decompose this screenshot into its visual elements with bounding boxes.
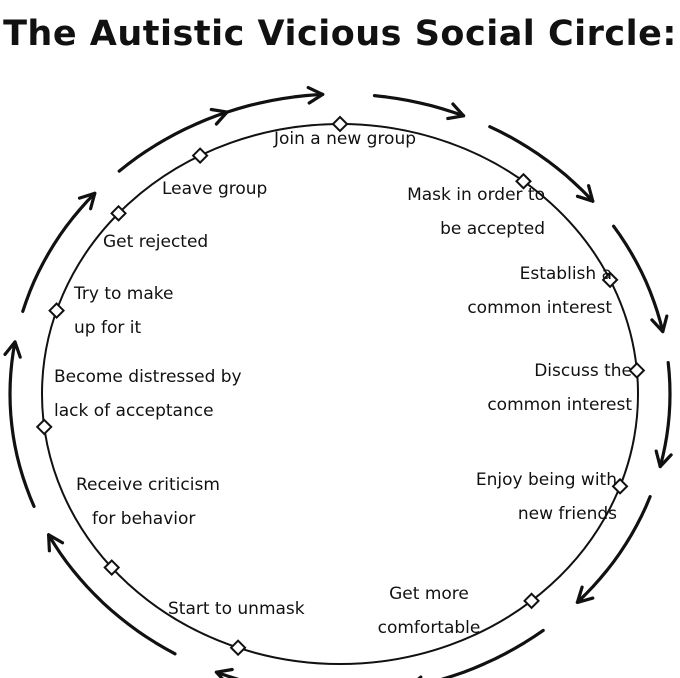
flow-arrow-1 bbox=[225, 92, 325, 114]
arrowhead-10 bbox=[3, 340, 22, 359]
stage-label-unmask: Start to unmask bbox=[168, 599, 305, 619]
stage-marker-comfortable bbox=[523, 592, 540, 610]
stage-marker-distressed bbox=[35, 418, 53, 436]
stage-marker-leave bbox=[191, 147, 209, 165]
flow-arrow-6 bbox=[575, 495, 652, 604]
stage-label-rejected: Get rejected bbox=[103, 232, 209, 252]
stage-marker-unmask bbox=[229, 639, 247, 657]
flow-arrow-2 bbox=[372, 94, 466, 118]
flow-arrow-4 bbox=[612, 224, 665, 334]
arrowhead-3 bbox=[575, 184, 595, 203]
stage-marker-enjoy bbox=[611, 477, 629, 495]
flow-arrow-3 bbox=[488, 125, 595, 203]
flow-arrow-7 bbox=[440, 628, 545, 678]
arrowhead-6 bbox=[575, 585, 595, 604]
arrowhead-9 bbox=[47, 533, 65, 553]
flow-arrow-5 bbox=[658, 361, 672, 469]
flow-arrow-8 bbox=[214, 670, 240, 678]
arrowhead-1 bbox=[306, 86, 325, 105]
arrowhead-12 bbox=[209, 107, 229, 126]
flow-arrow-12 bbox=[117, 110, 229, 173]
stage-marker-mask bbox=[515, 172, 532, 190]
arrowhead-5 bbox=[654, 449, 673, 469]
flow-arrow-9 bbox=[47, 533, 177, 656]
stage-marker-criticism bbox=[103, 559, 121, 576]
stage-label-leave: Leave group bbox=[162, 179, 268, 199]
arrowhead-4 bbox=[650, 314, 669, 334]
diagram-title: The Autistic Vicious Social Circle: bbox=[3, 14, 677, 54]
stage-marker-makeup bbox=[48, 302, 65, 319]
flow-arrows bbox=[3, 86, 673, 678]
stage-marker-join bbox=[331, 115, 349, 133]
flow-arrow-11 bbox=[21, 191, 97, 313]
arrowhead-11 bbox=[77, 191, 97, 211]
stage-marker-discuss bbox=[628, 362, 646, 379]
stage-marker-rejected bbox=[110, 204, 127, 222]
arrowhead-8 bbox=[214, 667, 234, 678]
stage-marker-interest bbox=[601, 271, 619, 289]
stage-markers bbox=[35, 115, 646, 657]
flow-arrow-10 bbox=[8, 340, 36, 508]
arrowhead-2 bbox=[446, 102, 466, 121]
stage-label-join: Join a new group bbox=[273, 129, 417, 149]
